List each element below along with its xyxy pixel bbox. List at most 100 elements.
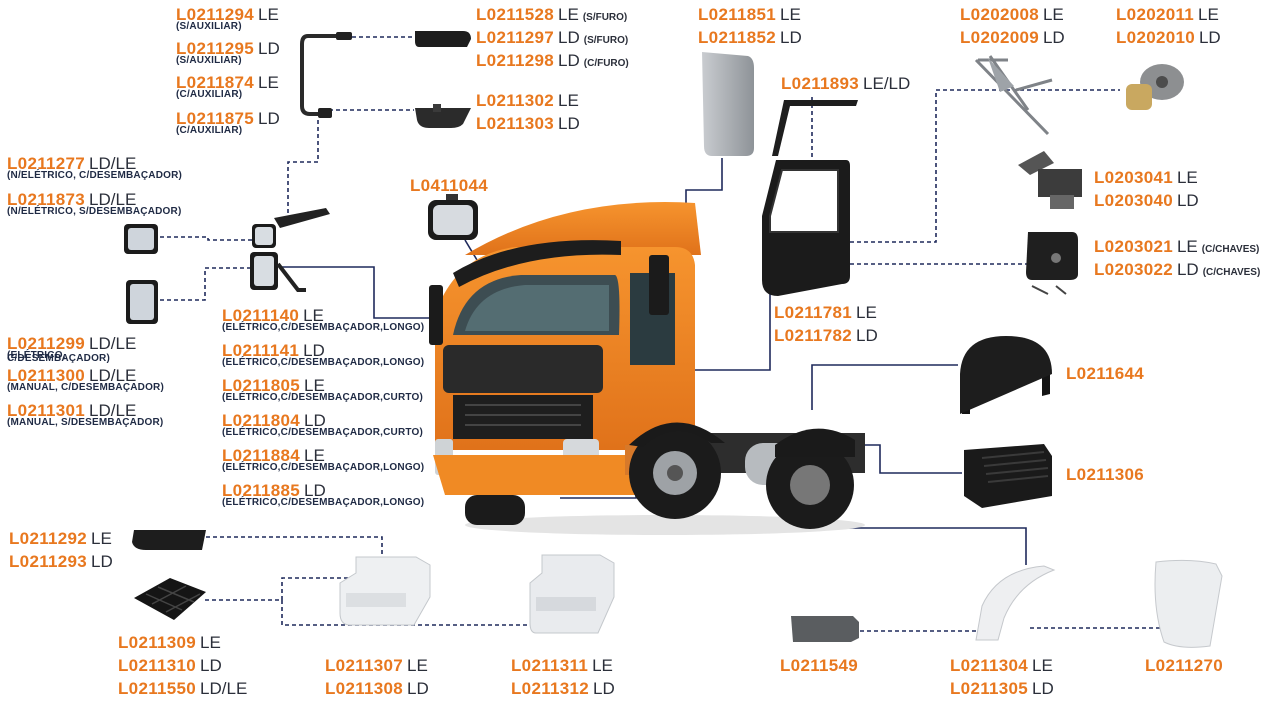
part-note: (N/ELÉTRICO, S/DESEMBAÇADOR) (7, 206, 182, 217)
part-side: LD (558, 114, 580, 133)
side-panel-image (702, 52, 754, 156)
part-side: LD (1032, 679, 1054, 698)
part-side: LE (558, 91, 579, 110)
part-side: LD (1176, 260, 1199, 279)
part-note: (ELÉTRICO,C/DESEMBAÇADOR,LONGO) (222, 357, 425, 368)
door-handle-image (1026, 232, 1078, 295)
part-code: L0211302 (476, 91, 555, 110)
part-code: L0211292 (9, 529, 88, 548)
part-code: L0211306 (1066, 465, 1145, 484)
connector-regulator (850, 89, 1120, 243)
part-code: L0211782 (774, 326, 853, 345)
mirror-glass-small-image (124, 224, 158, 254)
door-image (762, 160, 850, 296)
part-row: C/DESEMBAÇADOR) (7, 354, 164, 367)
part-code: L0211875 (176, 109, 255, 128)
part-side: LD (856, 326, 878, 345)
part-note: (ELÉTRICO,C/DESEMBAÇADOR,CURTO) (222, 392, 424, 403)
part-code: L0211549 (780, 656, 859, 675)
part-note: (ELÉTRICO,C/DESEMBAÇADOR,LONGO) (222, 322, 425, 333)
part-side: LE (304, 376, 325, 395)
part-side: LE (856, 303, 877, 322)
part-note: (C/AUXILIAR) (176, 125, 243, 136)
connector-fender (811, 364, 958, 410)
step-plate-image (134, 578, 206, 620)
mirror-cover-top-image (415, 31, 471, 47)
part-code: L0211308 (325, 679, 404, 698)
part-code: L0211804 (222, 411, 301, 430)
part-side: LD (1042, 28, 1065, 47)
part-code: L0211140 (222, 306, 300, 325)
part-code: L0211550 (118, 679, 197, 698)
part-side: LE (258, 5, 279, 24)
window-motor-image (1126, 64, 1184, 110)
part-side: LE (780, 5, 801, 24)
part-code: L0211781 (774, 303, 853, 322)
part-row: L0211306 (1066, 466, 1144, 489)
door-lock-image (1018, 151, 1082, 209)
part-code: L0211528 (476, 5, 555, 24)
connector-door (660, 290, 771, 371)
part-side: LD (304, 481, 326, 500)
battery-cover-image (964, 444, 1052, 508)
part-code: L0211884 (222, 446, 301, 465)
part-code: L0211873 (7, 190, 86, 209)
deflector-image (772, 100, 858, 156)
part-side: LE (303, 306, 324, 325)
part-row: L0211549 (780, 657, 858, 680)
mirror-cover-bottom-image (415, 104, 471, 128)
connector-arm-down (287, 120, 319, 225)
mirror-arm-image (300, 32, 352, 118)
part-side: LE (1032, 656, 1053, 675)
part-row: L0411044 (410, 177, 488, 200)
part-code: L0211294 (176, 5, 255, 24)
part-note: C/DESEMBAÇADOR) (7, 353, 110, 364)
wheel-arch-image (975, 565, 1056, 641)
part-side: LD (303, 341, 325, 360)
part-code: L0203022 (1094, 260, 1173, 279)
part-side: LD (558, 28, 580, 47)
part-side: LE (592, 656, 613, 675)
part-side: LE (1042, 5, 1064, 24)
step-bracket-b-image (529, 554, 615, 634)
part-code: L0202009 (960, 28, 1039, 47)
part-side: LD/LE (89, 334, 137, 353)
part-note: (C/CHAVES) (1202, 267, 1261, 278)
part-note: (S/AUXILIAR) (176, 55, 242, 66)
part-note: (C/CHAVES) (1201, 244, 1260, 255)
part-note: (MANUAL, S/DESEMBAÇADOR) (7, 417, 164, 428)
part-side: LD (407, 679, 429, 698)
part-code: L0211270 (1145, 656, 1224, 675)
part-code: L0211293 (9, 552, 88, 571)
part-note: (S/AUXILIAR) (176, 21, 242, 32)
part-code: L0211141 (222, 341, 300, 360)
part-code: L0203041 (1094, 168, 1173, 187)
part-side: LE/LD (863, 74, 911, 93)
part-code: L0211299 (7, 334, 86, 353)
